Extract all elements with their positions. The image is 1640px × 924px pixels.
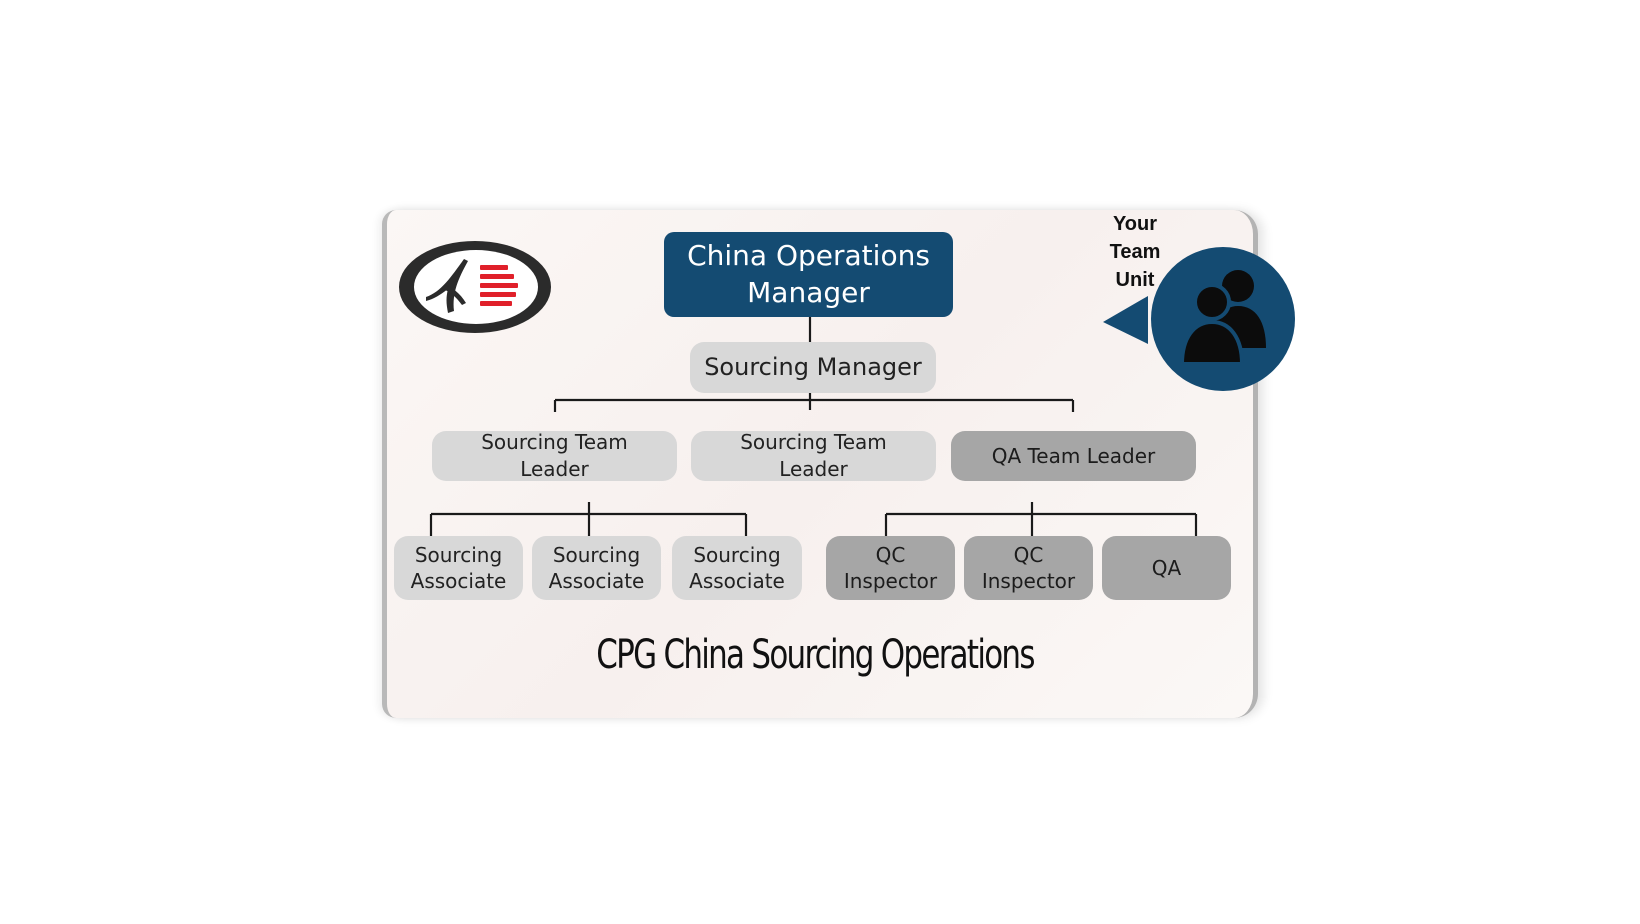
- node-label: QC Inspector: [843, 543, 938, 593]
- node-sourcing-associate-3: Sourcing Associate: [672, 536, 802, 600]
- node-sourcing-team-leader-1: Sourcing Team Leader: [432, 430, 677, 481]
- team-unit-label: Your Team Unit: [1109, 213, 1161, 291]
- node-sourcing-associate-1: Sourcing Associate: [394, 536, 523, 600]
- node-label: Sourcing Manager: [704, 352, 922, 381]
- node-label: QA Team Leader: [991, 444, 1156, 468]
- node-label: Sourcing Associate: [548, 543, 645, 593]
- node-sourcing-associate-2: Sourcing Associate: [532, 536, 661, 600]
- node-label: Sourcing Associate: [410, 543, 507, 593]
- node-sourcing-team-leader-2: Sourcing Team Leader: [691, 430, 936, 481]
- company-logo: [399, 241, 551, 333]
- chart-title: CPG China Sourcing Operations: [596, 632, 1035, 678]
- node-label: Sourcing Team Leader: [481, 430, 628, 481]
- node-label: QA: [1151, 556, 1182, 580]
- node-qc-inspector-2: QC Inspector: [964, 536, 1093, 600]
- node-sourcing-manager: Sourcing Manager: [690, 342, 936, 393]
- node-qa: QA: [1102, 536, 1231, 600]
- people-icon: [1103, 247, 1295, 391]
- node-label: Sourcing Team Leader: [740, 430, 887, 481]
- node-qa-team-leader: QA Team Leader: [951, 431, 1196, 481]
- node-china-operations-manager: China Operations Manager: [664, 232, 953, 317]
- node-label: QC Inspector: [981, 543, 1076, 593]
- node-label: China Operations Manager: [687, 239, 930, 309]
- node-qc-inspector-1: QC Inspector: [826, 536, 955, 600]
- node-label: Sourcing Associate: [689, 543, 785, 593]
